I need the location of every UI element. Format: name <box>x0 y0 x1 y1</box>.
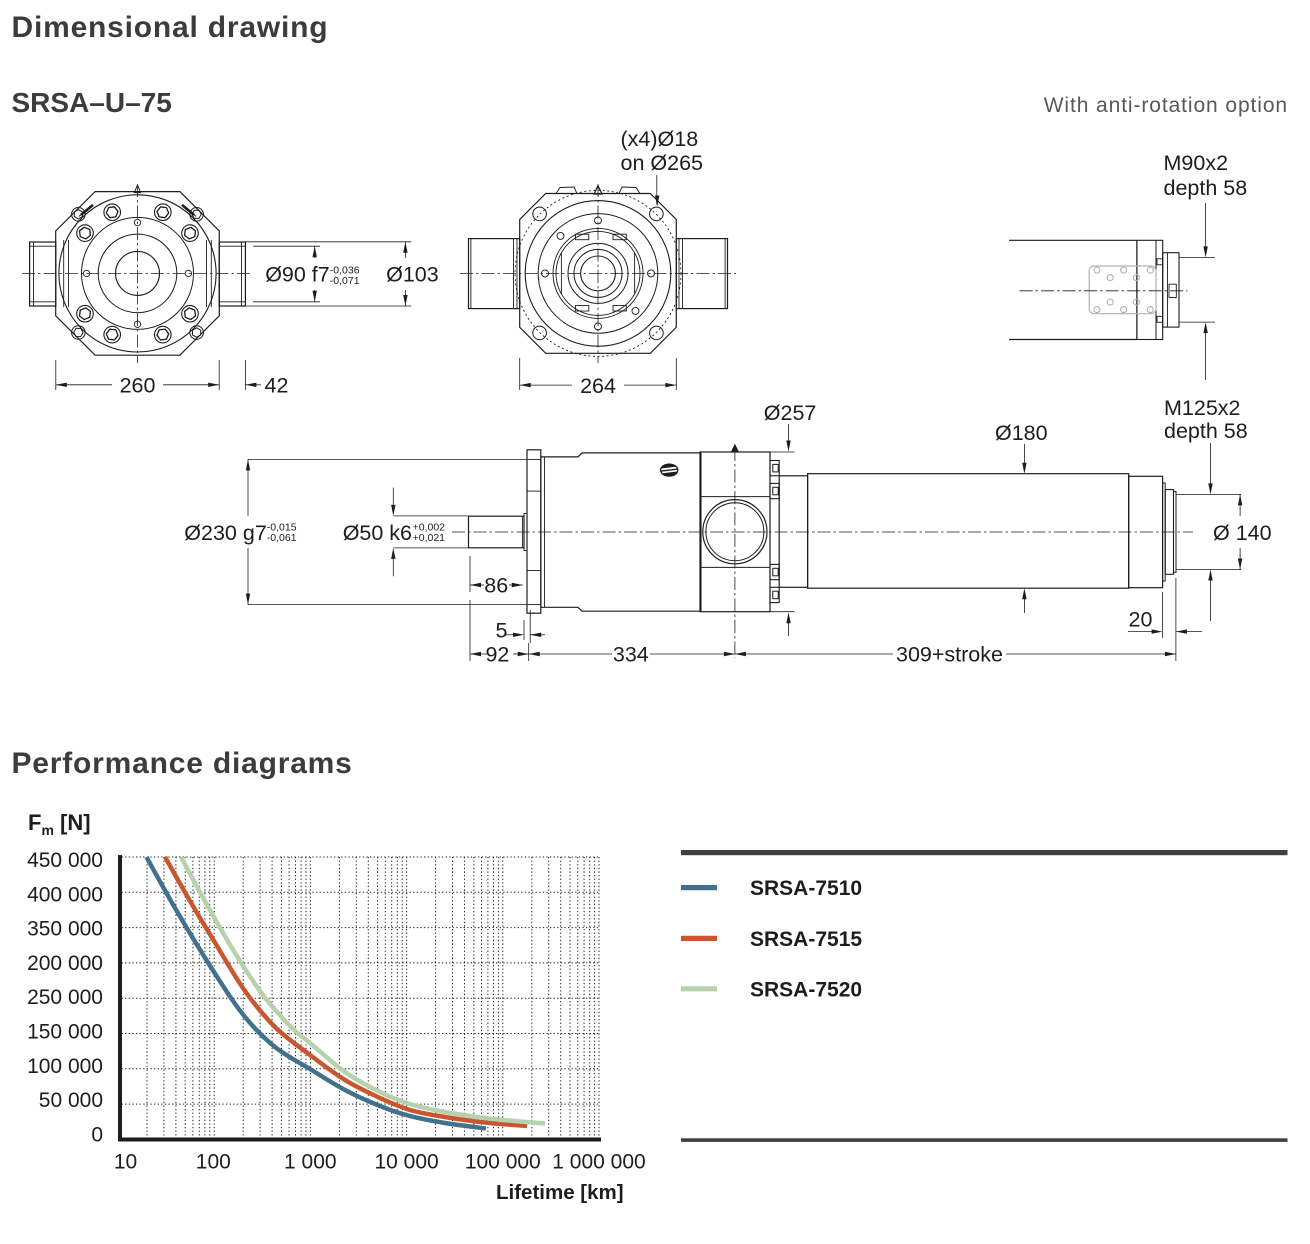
svg-text:depth 58: depth 58 <box>1164 176 1248 200</box>
svg-text:on Ø265: on Ø265 <box>621 151 704 175</box>
svg-text:SRSA–U–75: SRSA–U–75 <box>12 87 172 118</box>
svg-text:10: 10 <box>114 1151 137 1174</box>
svg-text:450 000: 450 000 <box>27 849 103 872</box>
svg-text:Ø90 f7: Ø90 f7 <box>265 263 330 287</box>
svg-text:0: 0 <box>91 1123 103 1146</box>
svg-text:86: 86 <box>484 574 508 598</box>
svg-text:Ø180: Ø180 <box>995 421 1048 445</box>
svg-text:309+stroke: 309+stroke <box>896 643 1003 667</box>
svg-text:(x4)Ø18: (x4)Ø18 <box>621 127 699 151</box>
svg-text:92: 92 <box>485 643 509 667</box>
svg-text:350 000: 350 000 <box>27 918 103 941</box>
svg-text:100 000: 100 000 <box>27 1055 103 1078</box>
svg-text:Lifetime [km]: Lifetime [km] <box>496 1181 624 1204</box>
svg-text:42: 42 <box>265 374 289 398</box>
svg-text:Dimensional drawing: Dimensional drawing <box>12 11 329 44</box>
svg-text:With anti-rotation option: With anti-rotation option <box>1044 94 1288 117</box>
svg-text:Performance diagrams: Performance diagrams <box>12 747 353 780</box>
svg-text:50 000: 50 000 <box>39 1089 103 1112</box>
svg-text:5: 5 <box>496 619 508 643</box>
svg-text:Fm [N]: Fm [N] <box>28 810 91 838</box>
svg-text:200 000: 200 000 <box>27 952 103 975</box>
svg-text:-0,036: -0,036 <box>330 265 360 277</box>
svg-text:Ø230 g7: Ø230 g7 <box>184 521 266 545</box>
svg-text:M125x2: M125x2 <box>1164 396 1241 420</box>
svg-text:264: 264 <box>580 374 616 398</box>
svg-text:Ø 140: Ø 140 <box>1213 521 1272 545</box>
svg-text:-0,015: -0,015 <box>267 522 297 534</box>
svg-text:SRSA-7515: SRSA-7515 <box>750 928 862 951</box>
svg-text:260: 260 <box>120 374 156 398</box>
svg-text:20: 20 <box>1129 608 1153 632</box>
svg-text:+0,002: +0,002 <box>413 522 446 534</box>
svg-text:100: 100 <box>196 1151 231 1174</box>
svg-text:SRSA-7510: SRSA-7510 <box>750 877 862 900</box>
svg-text:SRSA-7520: SRSA-7520 <box>750 978 862 1001</box>
svg-text:M90x2: M90x2 <box>1164 151 1229 175</box>
svg-text:depth 58: depth 58 <box>1164 419 1248 443</box>
svg-text:-0,061: -0,061 <box>267 532 297 544</box>
svg-text:334: 334 <box>613 643 649 667</box>
svg-text:Ø103: Ø103 <box>386 263 439 287</box>
svg-text:Ø257: Ø257 <box>764 401 817 425</box>
svg-text:100 000: 100 000 <box>465 1151 541 1174</box>
svg-text:-0,071: -0,071 <box>330 275 360 287</box>
svg-text:1 000 000: 1 000 000 <box>552 1151 645 1174</box>
svg-text:150 000: 150 000 <box>27 1021 103 1044</box>
svg-text:250 000: 250 000 <box>27 986 103 1009</box>
svg-text:400 000: 400 000 <box>27 883 103 906</box>
svg-text:1 000: 1 000 <box>284 1151 337 1174</box>
svg-text:+0,021: +0,021 <box>413 532 446 544</box>
svg-text:10 000: 10 000 <box>374 1151 438 1174</box>
svg-text:Ø50 k6: Ø50 k6 <box>343 521 412 545</box>
